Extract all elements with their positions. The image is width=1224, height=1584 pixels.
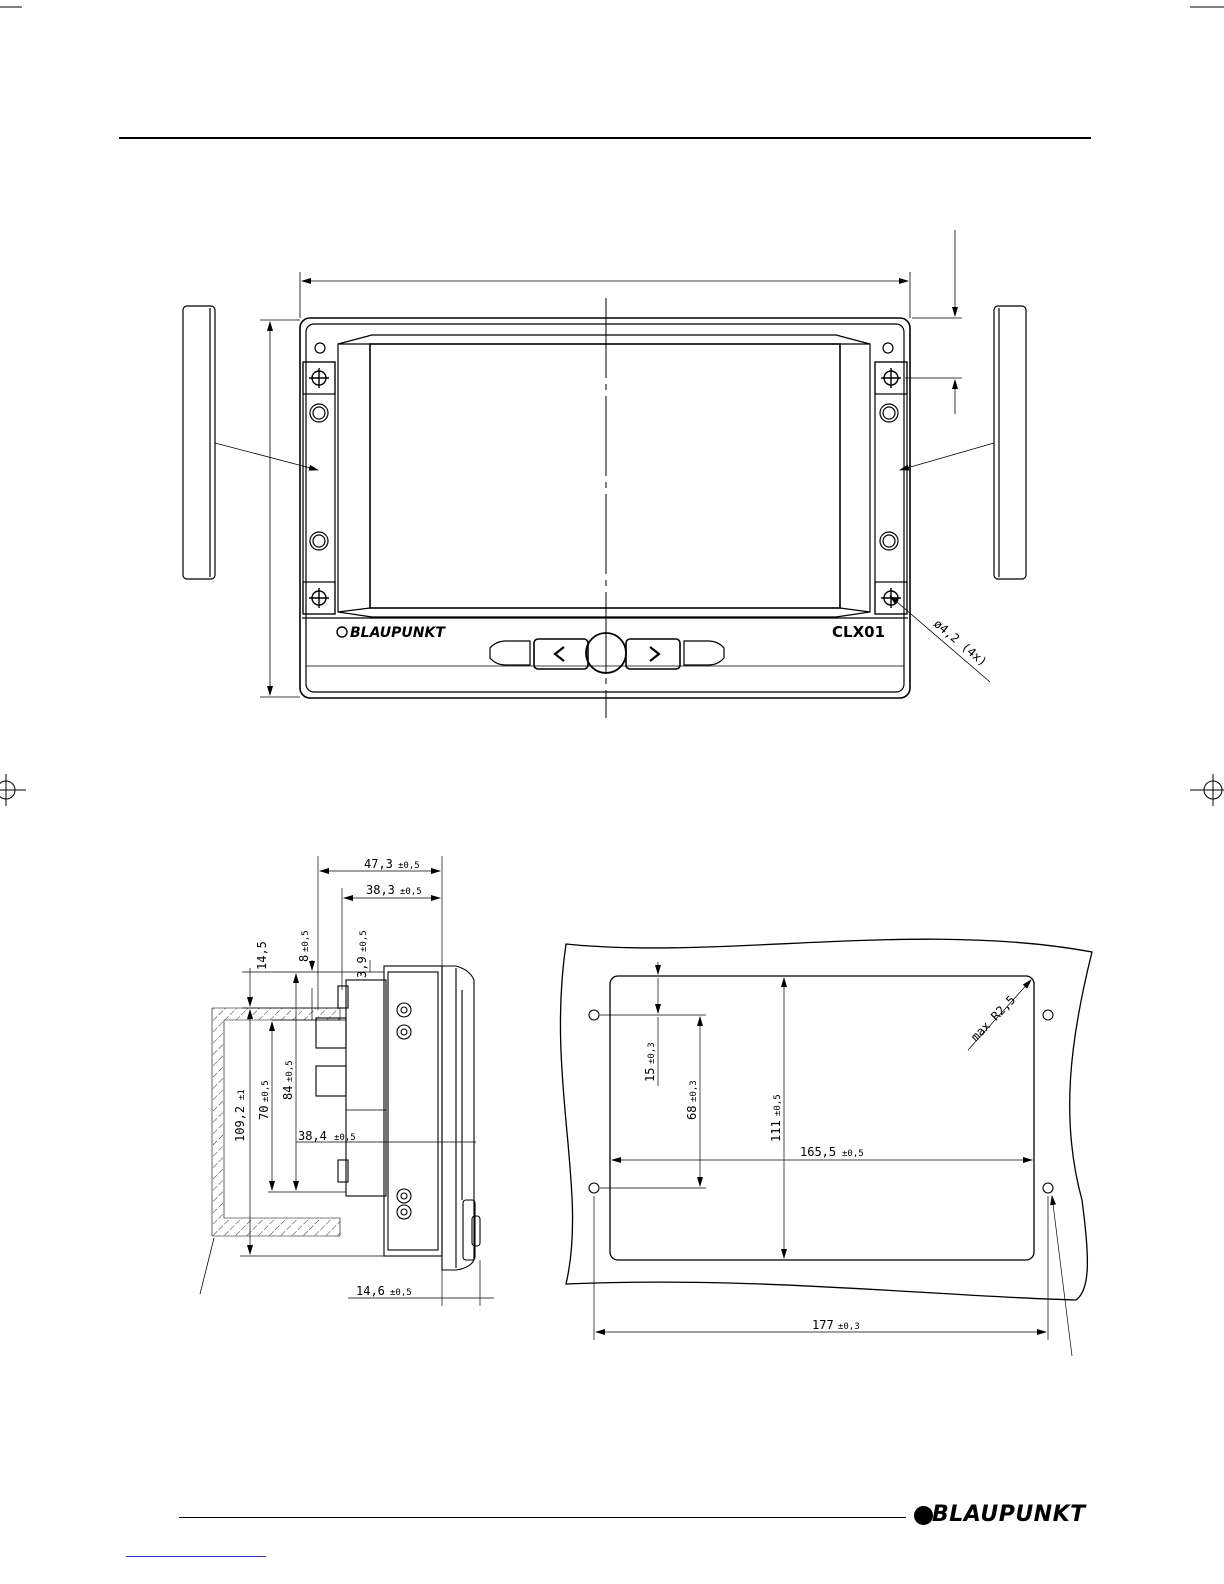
side-view <box>200 856 494 1306</box>
dim-8: 8 <box>297 955 311 962</box>
cutout-view-labels: 15 ±0,3 68 ±0,3 111 ±0,5 165,5 ±0,5 177 … <box>643 993 1018 1332</box>
dim-111: 111 <box>769 1120 783 1142</box>
dim-14-6-tol: ±0,5 <box>390 1288 412 1298</box>
hole-bottom-right <box>1043 1183 1053 1193</box>
cutout-rectangle <box>610 976 1034 1260</box>
dim-70: 70 <box>257 1106 271 1120</box>
dim-38-3: 38,3 <box>366 883 395 897</box>
button-next <box>626 639 680 669</box>
dim-radius: max R2,5 <box>968 993 1018 1044</box>
panel-outline <box>560 939 1092 1300</box>
footer-brand-logo: BLAUPUNKT <box>932 1502 1086 1527</box>
dim-177-tol: ±0,3 <box>838 1322 860 1332</box>
dim-68-tol: ±0,3 <box>689 1080 699 1102</box>
dim-47-3: 47,3 <box>364 857 393 871</box>
dim-38-3-tol: ±0,5 <box>400 887 422 897</box>
screen-bezel <box>338 335 870 617</box>
bottom-link-line <box>126 1556 266 1557</box>
monitor-housing <box>300 318 910 698</box>
side-body <box>384 966 442 1256</box>
dim-3-9-tol: ±0,5 <box>359 930 369 952</box>
right-rail <box>875 362 907 614</box>
screen <box>370 344 840 608</box>
dim-3-9: 3,9 <box>355 956 369 978</box>
dim-84-tol: ±0,5 <box>285 1060 295 1082</box>
dim-84: 84 <box>281 1086 295 1100</box>
hole-diameter-label: ø4,2 (4x) <box>931 617 990 670</box>
button-left-outer <box>490 641 530 665</box>
front-view <box>183 230 1026 718</box>
dim-109-2: 109,2 <box>233 1106 247 1142</box>
hole-top-left <box>589 1010 599 1020</box>
front-bezel-side <box>442 966 474 1270</box>
mounting-panel <box>212 1008 340 1236</box>
left-rail <box>303 362 335 614</box>
dim-70-tol: ±0,5 <box>261 1080 271 1102</box>
hole-top-right <box>1043 1010 1053 1020</box>
button-right-outer <box>684 641 724 665</box>
dim-8-tol: ±0,5 <box>301 930 311 952</box>
dim-165-5: 165,5 <box>800 1145 836 1159</box>
hole-bottom-left <box>589 1183 599 1193</box>
dim-47-3-tol: ±0,5 <box>398 861 420 871</box>
dim-38-4-tol: ±0,5 <box>334 1133 356 1143</box>
dim-15: 15 <box>643 1068 657 1082</box>
dim-14-5: 14,5 <box>255 941 269 970</box>
dim-15-tol: ±0,3 <box>647 1042 657 1064</box>
dim-177: 177 <box>812 1318 834 1332</box>
dim-14-6: 14,6 <box>356 1284 385 1298</box>
button-prev <box>534 639 588 669</box>
dim-111-tol: ±0,5 <box>773 1094 783 1116</box>
dim-165-5-tol: ±0,5 <box>842 1149 864 1159</box>
footer-logo-dot <box>914 1506 933 1525</box>
dim-38-4: 38,4 <box>298 1129 327 1143</box>
front-brand-label: BLAUPUNKT <box>350 625 446 641</box>
dim-109-2-tol: ±1 <box>237 1089 247 1100</box>
footer-rule <box>179 1517 906 1518</box>
dim-68: 68 <box>685 1106 699 1120</box>
front-model-label: CLX01 <box>832 623 885 641</box>
